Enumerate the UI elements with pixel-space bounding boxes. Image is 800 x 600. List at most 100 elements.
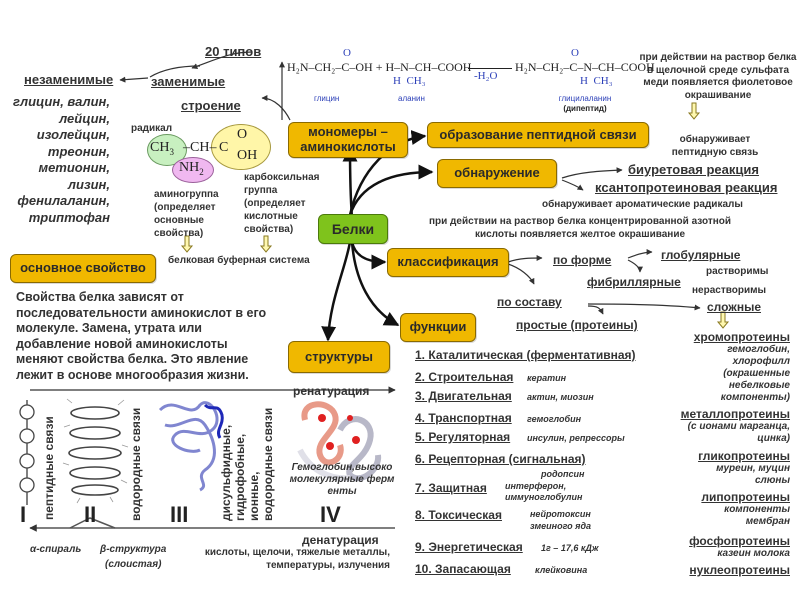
beta-structure-sub: (слоистая): [105, 559, 162, 570]
main-branches: [321, 130, 434, 342]
renaturation-label: ренатурация: [293, 384, 370, 398]
denaturation-label: денатурация: [302, 533, 379, 547]
reaction-arrow: [468, 68, 512, 69]
alpha-helix-label: α-спираль: [30, 544, 82, 555]
alpha-helix-illustration: [68, 406, 122, 496]
function-example: родопсин: [541, 469, 585, 479]
amino-group-note: аминогруппа (определяет основные свойств…: [154, 189, 219, 239]
essential-amino-item: лейцин,: [59, 110, 110, 126]
complex-proteins: сложные: [707, 300, 761, 314]
essential-amino-item: фенилаланин,: [17, 193, 110, 208]
xanthoprotein-reaction: ксантопротеиновая реакция: [595, 180, 778, 195]
function-item: 1. Каталитическая (ферментативная): [415, 348, 636, 362]
essential-amino-item: метионин,: [38, 160, 110, 175]
structure-label: строение: [181, 98, 241, 113]
essential-amino-item: триптофан: [28, 209, 110, 225]
quaternary-example: Гемоглобин,высокомолекулярные ферменты: [289, 462, 395, 497]
reaction-sub: H CH₃: [393, 75, 426, 87]
nitric-acid-note: при действии на раствор белка концентрир…: [428, 216, 732, 240]
ch3-group: CH3: [150, 140, 174, 157]
buffer-system: белковая буферная система: [168, 255, 310, 266]
tertiary-bonds-label: дисульфидные, гидрофобные, ионные, водор…: [219, 403, 275, 521]
nonessential-label: заменимые: [151, 74, 226, 89]
level-quaternary: IV: [320, 502, 341, 527]
structures-box[interactable]: структуры: [288, 341, 390, 373]
denaturation-causes: кислоты, щелочи, тяжелые металлы, темпер…: [204, 547, 390, 571]
tertiary-structure-illustration: [158, 401, 219, 492]
biuret-detects: обнаруживает пептидную связь: [671, 134, 759, 158]
essential-amino-item: треонин,: [47, 143, 110, 159]
product-sub: H CH₃: [580, 75, 613, 87]
ch-atom: –CH–: [183, 140, 217, 155]
essential-amino-item: изолейцин,: [36, 127, 110, 142]
insoluble: нерастворимы: [692, 285, 767, 296]
complex-item-name: нуклеопротеины: [689, 563, 790, 577]
label-dipeptide: глицилаланин(дипептид): [558, 94, 612, 113]
complex-item-desc: компоненты мембран: [724, 504, 790, 527]
complex-item-desc: муреин, муцин слюны: [716, 463, 790, 486]
reaction-product: O H₂N–CH₂–C–N–CH–COOH: [515, 47, 655, 74]
reagent-water: -H₂O: [474, 70, 498, 82]
monomers-box[interactable]: мономеры – аминокислоты: [288, 122, 408, 158]
complex-item-name: липопротеины: [701, 490, 790, 504]
tertiary-bond-item: гидрофобные,: [233, 433, 247, 521]
function-item: 6. Рецепторная (сигнальная): [415, 452, 586, 466]
level-tertiary: III: [170, 502, 189, 527]
level-secondary: II: [84, 502, 97, 527]
aromatic-note: обнаруживает ароматические радикалы: [542, 199, 743, 210]
functions-box[interactable]: функции: [400, 313, 476, 342]
globular: глобулярные: [661, 248, 741, 262]
radical-label: радикал: [131, 123, 173, 134]
fibrillar: фибриллярные: [587, 275, 681, 289]
biuret-reaction: биуретовая реакция: [628, 162, 759, 177]
complex-item-name: хромопротеины: [693, 330, 790, 344]
biuret-note: при действии на раствор белка в щелочной…: [639, 52, 797, 101]
proteins-center-box[interactable]: Белки: [318, 214, 388, 244]
quaternary-structure-illustration: [297, 401, 382, 482]
complex-item-name: фосфопротеины: [689, 534, 790, 548]
essential-amino-item: глицин, валин,: [13, 94, 110, 109]
c-atom: C: [219, 140, 229, 155]
tertiary-bond-item: дисульфидные,: [219, 424, 233, 521]
functions-list: 1. Каталитическая (ферментативная) 2. Ст…: [415, 346, 665, 580]
complex-item-desc: гемоглобин, хлорофилл (окрашенные небелк…: [720, 344, 790, 403]
hydrogen-bonds-label: водородные связи: [129, 407, 143, 521]
detection-box[interactable]: обнаружение: [437, 159, 557, 188]
essential-amino-list: глицин, валин, лейцин, изолейцин, треони…: [0, 94, 110, 226]
tertiary-bond-item: водородные связи: [261, 407, 275, 521]
complex-item-name: металлопротеины: [680, 407, 790, 421]
by-shape: по форме: [553, 253, 612, 267]
complex-item-desc: казеин молока: [717, 548, 790, 559]
beta-structure-label: β-структура: [100, 544, 167, 555]
main-property-text: Свойства белка зависят от последовательн…: [16, 290, 267, 382]
tertiary-bond-item: ионные,: [247, 471, 261, 521]
soluble: растворимы: [706, 266, 769, 277]
complex-protein-list: хромопротеины гемоглобин, хлорофилл (окр…: [650, 330, 790, 577]
by-composition: по составу: [497, 295, 562, 309]
reaction-equation: O H₂N–CH₂–C–OH + H–N–CH–COOH: [287, 47, 472, 74]
oh-group: OH: [237, 148, 258, 163]
classification-box[interactable]: классификация: [387, 248, 509, 277]
o-atom: O: [237, 127, 248, 142]
types-count: 20 типов: [205, 44, 262, 59]
simple-proteins: простые (протеины): [516, 318, 638, 332]
essential-amino-item: лизин,: [67, 176, 110, 192]
main-property-box[interactable]: основное свойство: [10, 254, 156, 283]
peptide-bond-box[interactable]: образование пептидной связи: [427, 122, 649, 148]
label-alanine: аланин: [398, 94, 425, 103]
nh2-group: NH2: [179, 160, 204, 177]
label-glycine: глицин: [314, 94, 340, 103]
level-primary: I: [20, 502, 27, 527]
complex-item-name: гликопротеины: [698, 449, 790, 463]
essential-label: незаменимые: [24, 72, 114, 87]
carboxyl-ellipse: [211, 124, 271, 170]
peptide-bonds-label: пептидные связи: [42, 416, 56, 520]
